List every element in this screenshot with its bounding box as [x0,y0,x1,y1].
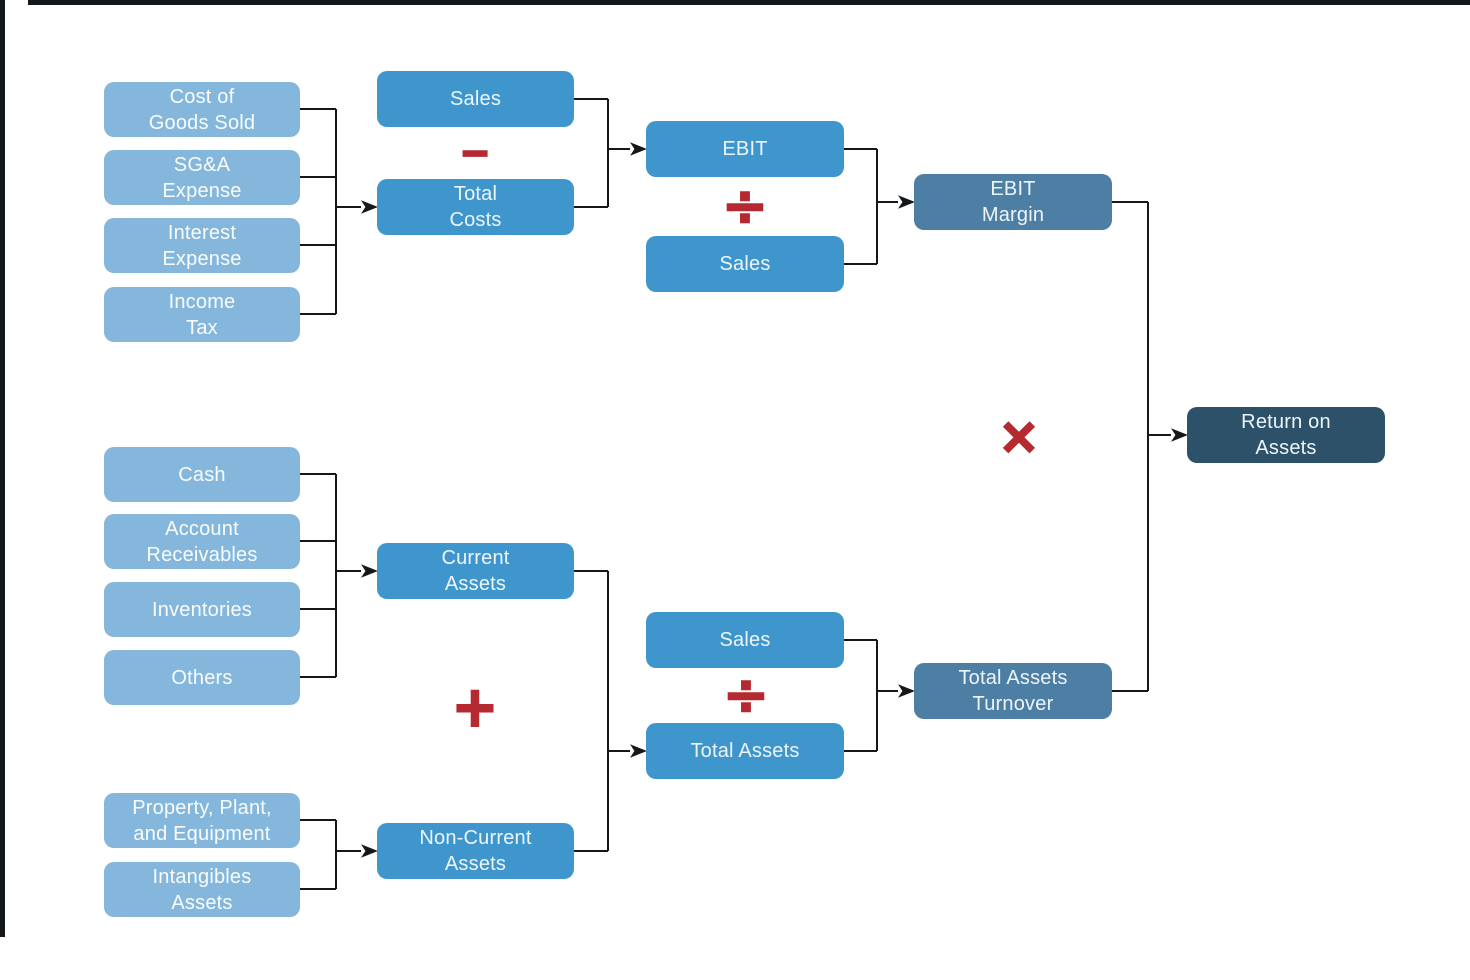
bracket-current-assets [300,473,337,678]
node-property-plant-equipment: Property, Plant, and Equipment [104,793,300,848]
node-intangibles-assets: Intangibles Assets [104,862,300,917]
node-ebit: EBIT [646,121,844,177]
node-total-assets-turnover: Total Assets Turnover [914,663,1112,719]
bracket-noncurrent-assets [300,819,337,890]
node-return-on-assets: Return on Assets [1187,407,1385,463]
divide-operator-icon: ÷ [721,174,769,239]
merge-ebit-sales [844,148,878,265]
node-interest-expense: Interest Expense [104,218,300,273]
minus-operator-icon: − [459,133,492,174]
divide2-operator-icon: ÷ [722,663,770,728]
node-inventories: Inventories [104,582,300,637]
node-sales-income: Sales [377,71,574,127]
node-total-costs: Total Costs [377,179,574,235]
node-sales-turnover: Sales [646,612,844,668]
node-total-assets: Total Assets [646,723,844,779]
node-account-receivables: Account Receivables [104,514,300,569]
screenshot-top-edge [28,0,1470,5]
merge-sales-totalcosts [574,98,609,208]
node-ebit-margin: EBIT Margin [914,174,1112,230]
node-noncurrent-assets: Non-Current Assets [377,823,574,879]
screenshot-left-edge [0,0,5,937]
node-income-tax: Income Tax [104,287,300,342]
merge-current-noncurrent [574,570,609,852]
bracket-income-statement [300,108,337,315]
node-sales-ebit: Sales [646,236,844,292]
node-sga-expense: SG&A Expense [104,150,300,205]
node-others: Others [104,650,300,705]
merge-margin-turnover [1112,201,1149,692]
node-cash: Cash [104,447,300,502]
plus-operator-icon: + [451,675,500,740]
merge-sales-totalassets [844,639,878,752]
multiply-operator-icon: × [997,407,1041,465]
node-current-assets: Current Assets [377,543,574,599]
node-cost-of-goods-sold: Cost of Goods Sold [104,82,300,137]
